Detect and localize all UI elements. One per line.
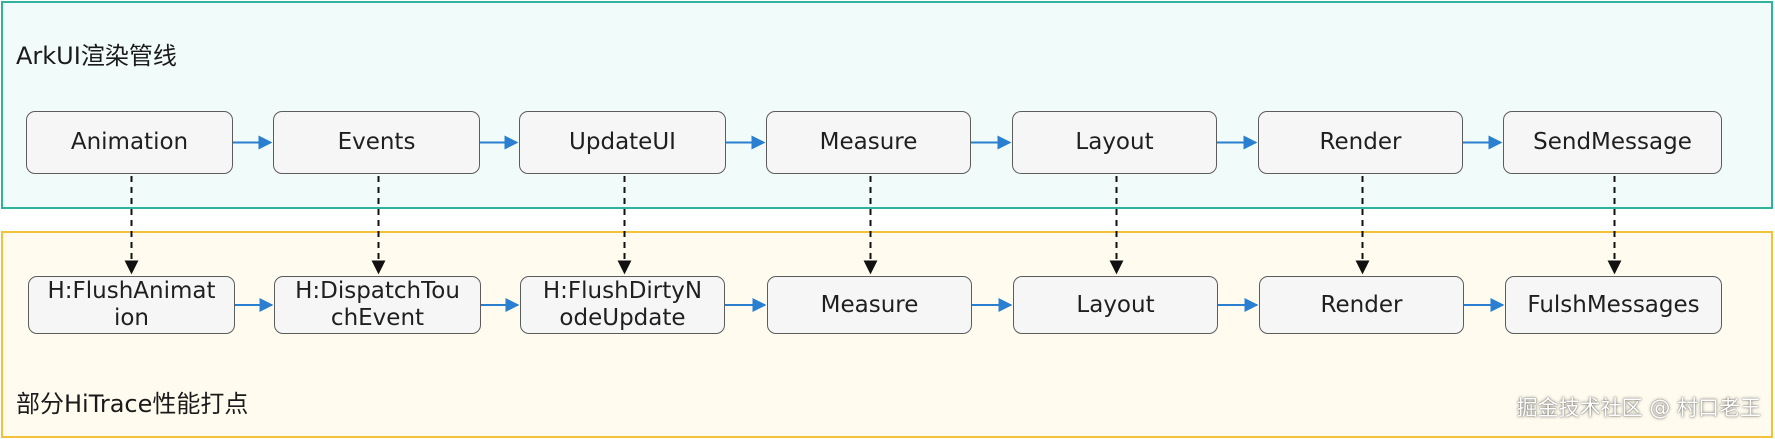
pipeline-node-updateui: UpdateUI (519, 111, 726, 174)
pipeline-node-label: Measure (819, 129, 918, 155)
trace-node-label: H:DispatchTou (295, 278, 460, 304)
pipeline-group (1, 1, 1773, 209)
pipeline-node-label: UpdateUI (569, 129, 676, 155)
trace-node-label: Render (1320, 291, 1403, 318)
trace-group (1, 231, 1773, 438)
pipeline-group-title: ArkUI渲染管线 (16, 42, 177, 70)
pipeline-node-sendmessage: SendMessage (1503, 111, 1722, 174)
trace-node-label: Layout (1076, 291, 1155, 318)
trace-node-trace-measure: Measure (767, 276, 972, 334)
pipeline-node-render: Render (1258, 111, 1463, 174)
pipeline-node-events: Events (273, 111, 480, 174)
trace-node-label: ion (113, 305, 150, 331)
watermark: 掘金技术社区 @ 村口老王 (1516, 396, 1761, 420)
pipeline-node-animation: Animation (26, 111, 233, 174)
pipeline-node-label: Animation (70, 129, 189, 155)
trace-node-trace-render: Render (1259, 276, 1464, 334)
trace-node-label: chEvent (330, 305, 425, 331)
pipeline-node-label: SendMessage (1533, 129, 1692, 155)
trace-node-label: FulshMessages (1527, 291, 1700, 318)
pipeline-node-layout: Layout (1012, 111, 1217, 174)
trace-node-flushmessages: FulshMessages (1505, 276, 1722, 334)
trace-node-label: H:FlushDirtyN (542, 278, 703, 304)
trace-group-title: 部分HiTrace性能打点 (16, 390, 249, 418)
trace-node-label: Measure (820, 291, 919, 318)
pipeline-node-label: Render (1319, 129, 1402, 155)
pipeline-node-label: Events (337, 129, 416, 155)
pipeline-node-measure: Measure (766, 111, 971, 174)
trace-node-label: H:FlushAnimat (47, 278, 216, 304)
pipeline-node-label: Layout (1075, 129, 1154, 155)
trace-node-trace-layout: Layout (1013, 276, 1218, 334)
trace-node-label: odeUpdate (559, 305, 686, 331)
